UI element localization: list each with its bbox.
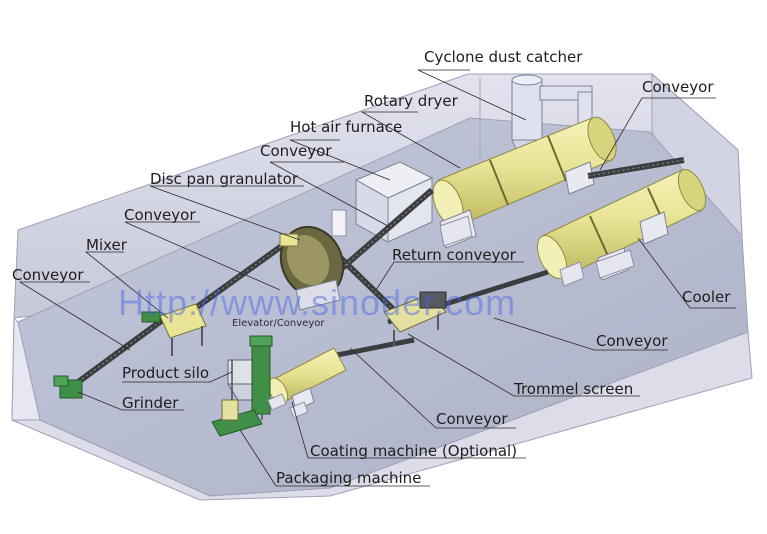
label-packaging-machine: Packaging machine [276,469,422,487]
label-conveyor-left: Conveyor [12,266,84,284]
label-mixer: Mixer [86,236,127,254]
label-elevator-conveyor: Elevator/Conveyor [232,318,325,329]
watermark: Http://www.sinoder.com [118,282,517,323]
label-conveyor-bottom: Conveyor [436,410,508,428]
label-hot-air-furnace: Hot air furnace [290,118,403,136]
label-conveyor-top: Conveyor [260,142,332,160]
label-cooler: Cooler [682,288,731,306]
disc-pan-granulator [279,225,345,311]
label-rotary-dryer: Rotary dryer [364,92,458,110]
label-trommel-screen: Trommel screen [514,380,634,398]
label-conveyor-right: Conveyor [596,332,668,350]
label-product-silo: Product silo [122,364,210,382]
left-wall [11,316,41,421]
leader-lines [18,69,736,487]
hot-air-furnace [354,161,434,243]
label-coating-machine: Coating machine (Optional) [310,442,518,460]
label-disc-pan-granulator: Disc pan granulator [150,170,299,188]
elevator-conveyor [249,335,273,415]
label-conveyor-left-upper: Conveyor [124,206,196,224]
grinder [53,375,83,399]
mixer [141,303,207,356]
trommel-screen [383,291,447,346]
packaging-machine [211,399,263,437]
support-blocks [267,215,635,419]
label-return-conveyor: Return conveyor [392,246,516,264]
rotary-dryer [432,116,617,249]
label-conveyor-right-top: Conveyor [642,78,714,96]
label-cyclone-dust-catcher: Cyclone dust catcher [424,48,583,66]
front-wall [11,319,753,501]
conveyor-to-coater [331,337,415,359]
label-grinder: Grinder [122,394,179,412]
